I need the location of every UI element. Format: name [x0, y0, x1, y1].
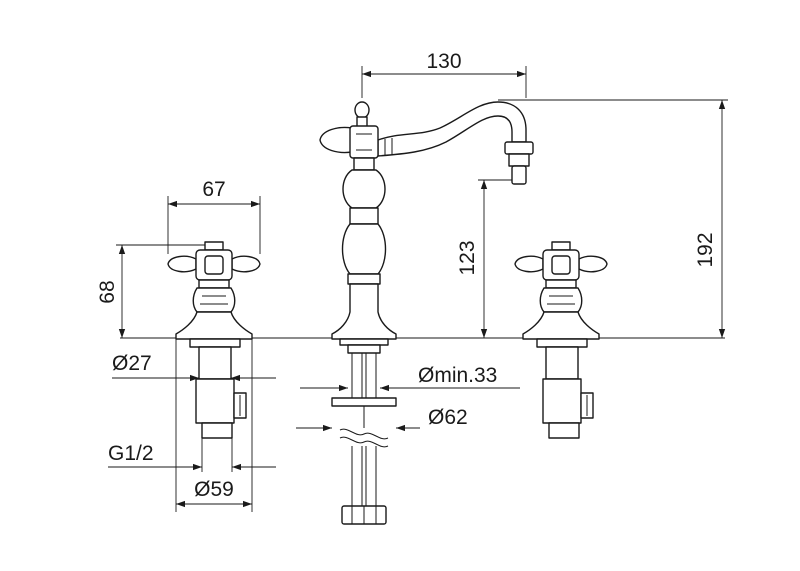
- dim-handle-span: 67: [202, 178, 225, 201]
- dim-spout-reach: 130: [426, 50, 461, 73]
- dim-spout-height: 123: [456, 240, 479, 275]
- dim-hole-min: Ømin.33: [418, 364, 497, 387]
- dim-thread: G1/2: [108, 442, 154, 465]
- dim-valve-diameter: Ø27: [112, 352, 152, 375]
- right-handle-valve: [514, 241, 608, 439]
- dim-handle-height: 68: [96, 280, 119, 303]
- central-spout: [319, 101, 534, 525]
- dim-base-diameter: Ø59: [194, 478, 234, 501]
- left-handle-valve: [167, 241, 261, 439]
- dim-total-height: 192: [694, 232, 717, 267]
- dim-flange-diameter: Ø62: [428, 406, 468, 429]
